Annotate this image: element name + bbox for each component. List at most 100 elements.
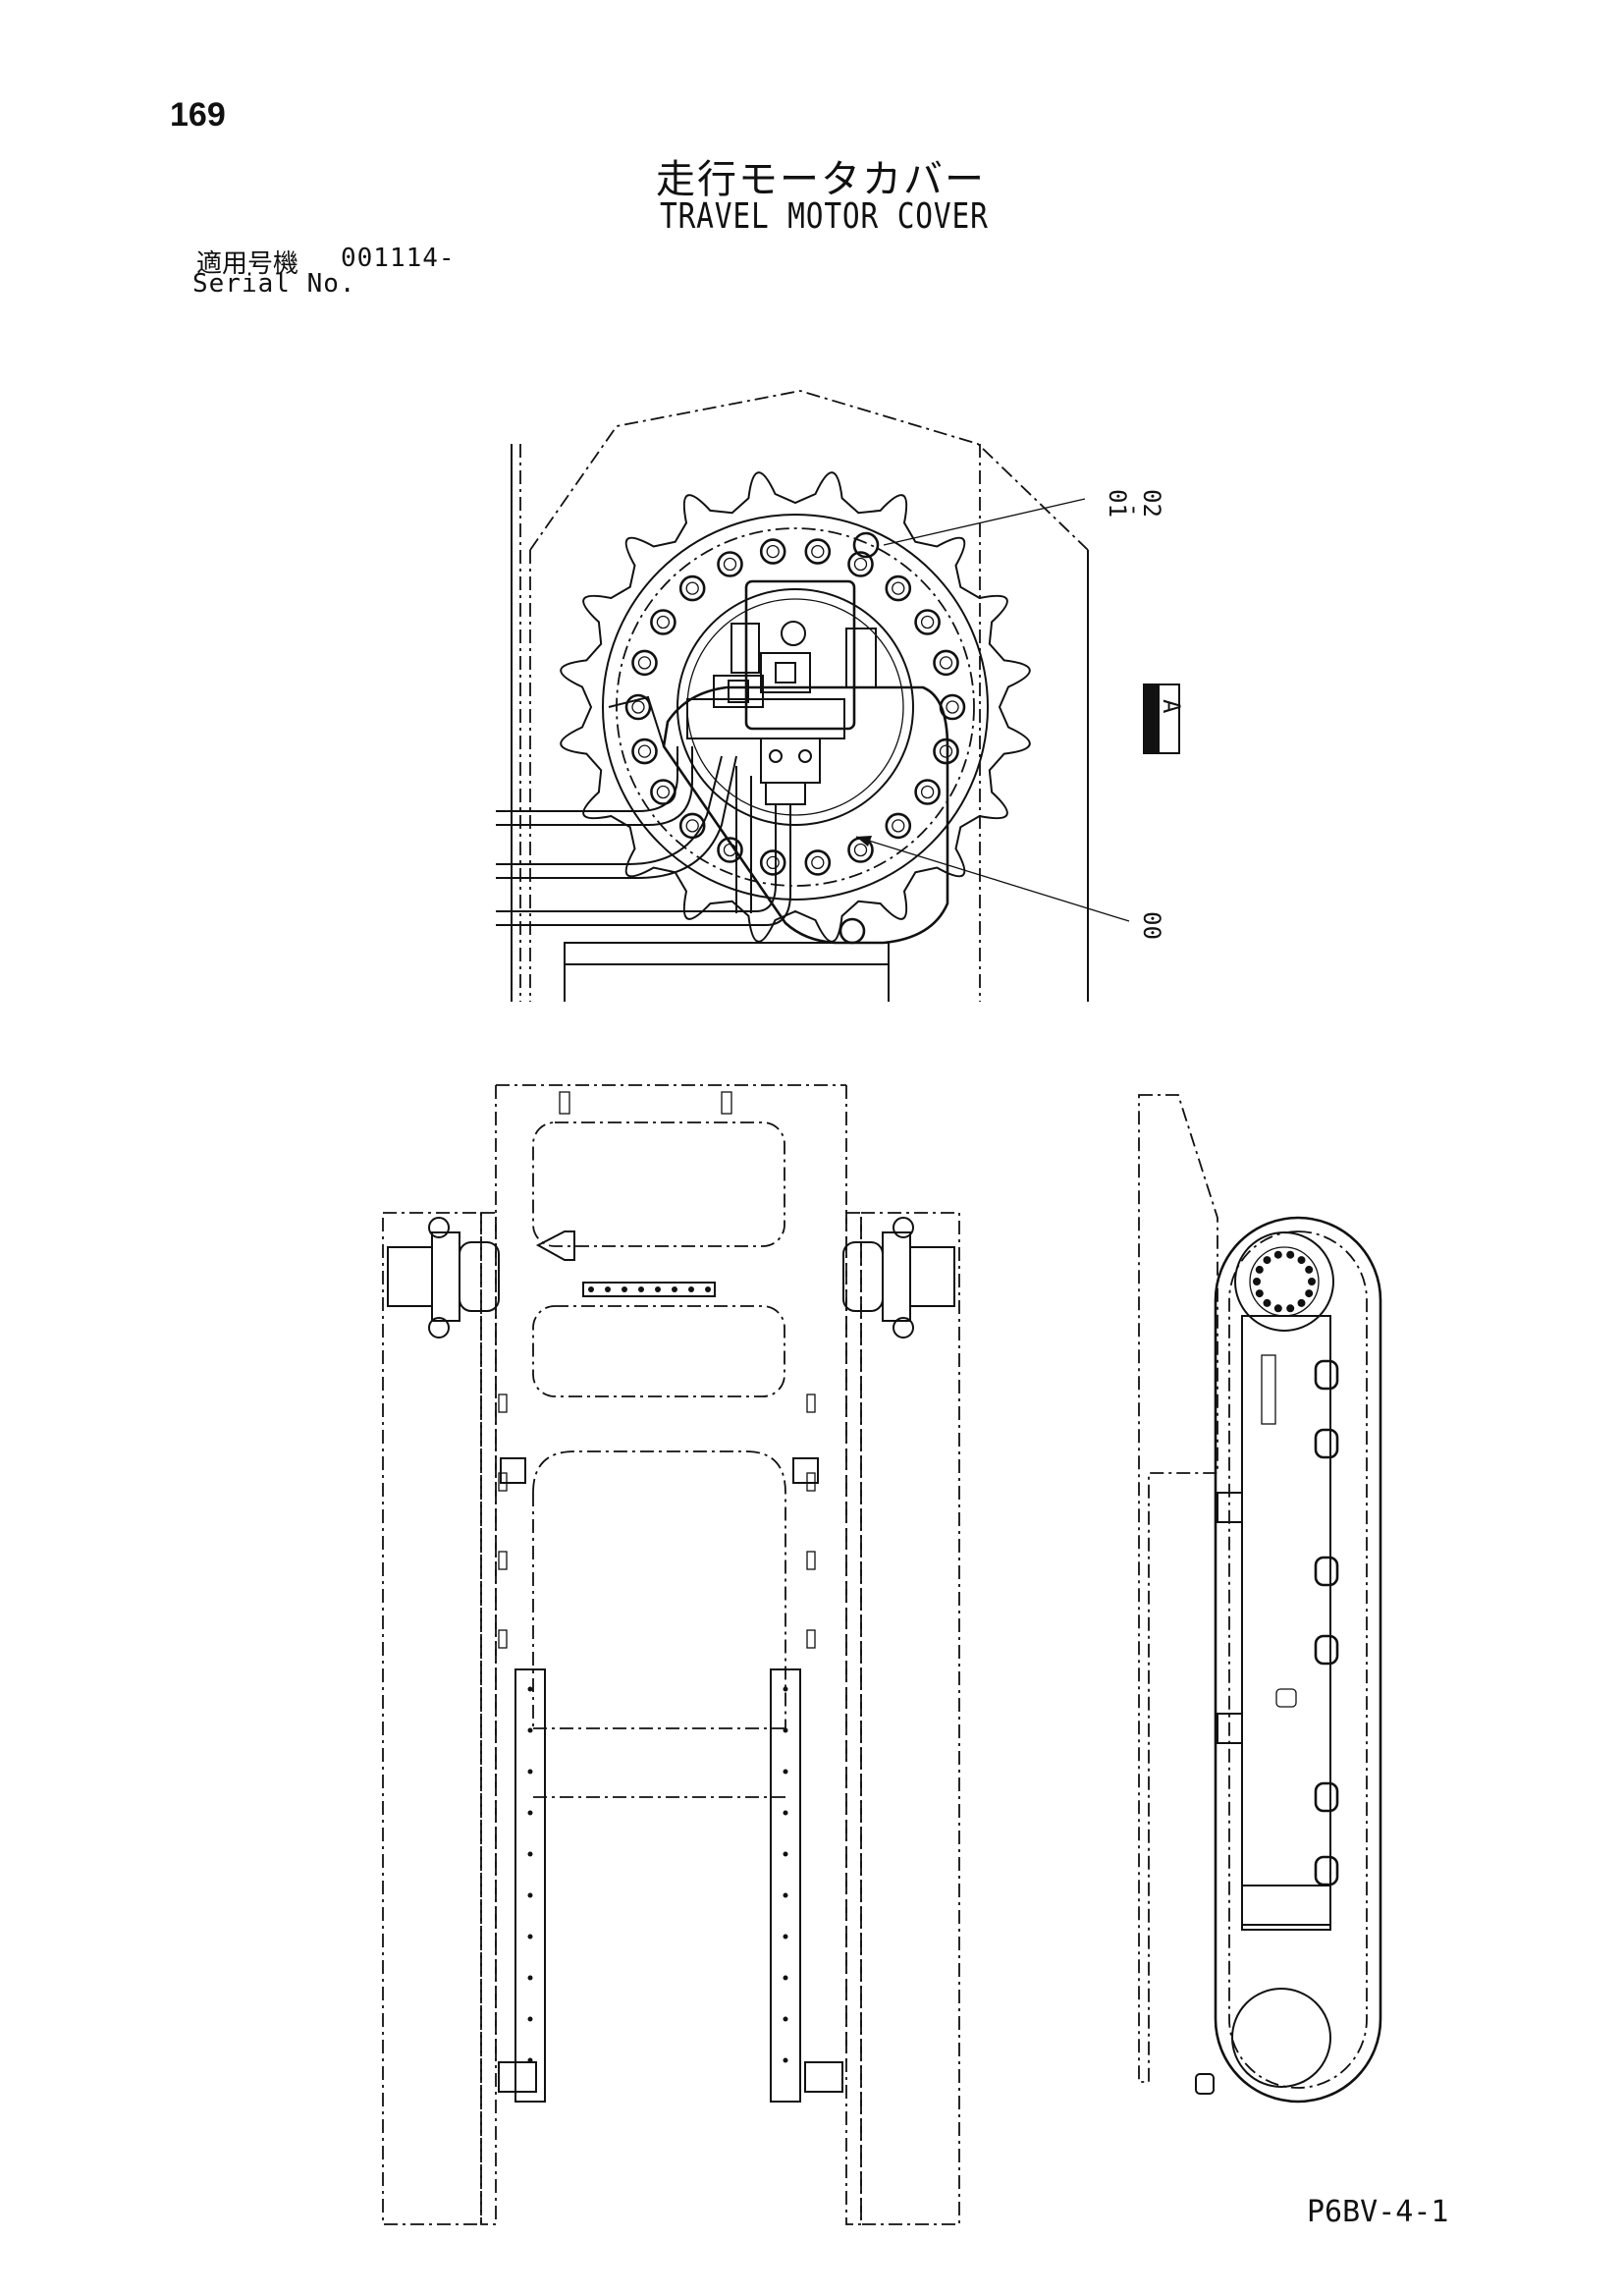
leader-line-00 bbox=[855, 836, 1130, 922]
sprocket-bolt bbox=[1273, 1250, 1282, 1259]
sprocket-bolt bbox=[1286, 1304, 1295, 1313]
rail-hole bbox=[783, 1851, 788, 1857]
bolt-inner bbox=[685, 819, 699, 833]
motor-body bbox=[909, 1246, 955, 1307]
bolt bbox=[717, 551, 743, 577]
side-sprocket-bolts bbox=[1253, 1250, 1316, 1313]
motor-fitting bbox=[760, 652, 811, 693]
track-guard-outline bbox=[529, 390, 1089, 551]
motor-bolt bbox=[893, 1317, 914, 1339]
bolt-inner bbox=[892, 819, 905, 833]
motor-port-block bbox=[713, 675, 764, 708]
bracket bbox=[806, 1551, 816, 1570]
motor-plug bbox=[781, 621, 806, 646]
bolt-head bbox=[798, 749, 812, 763]
bolt-strip-holes bbox=[588, 1286, 711, 1292]
strip-hole bbox=[655, 1286, 661, 1292]
frame-opening bbox=[532, 1305, 785, 1397]
cross-member bbox=[564, 942, 890, 965]
strip-hole bbox=[688, 1286, 694, 1292]
rail-hole bbox=[783, 1686, 788, 1692]
gusset-plate bbox=[500, 1457, 526, 1484]
undercarriage-side-view bbox=[1138, 1094, 1382, 2104]
hose bbox=[496, 805, 777, 912]
travel-motor-body bbox=[686, 579, 877, 805]
bolt-inner bbox=[656, 615, 671, 629]
bolt bbox=[678, 574, 706, 602]
motor-bolt bbox=[428, 1217, 450, 1238]
right-travel-motor bbox=[842, 1217, 955, 1339]
bolt bbox=[631, 649, 658, 677]
bracket bbox=[806, 1629, 816, 1649]
view-letter: A bbox=[1158, 699, 1185, 714]
frame-end-plate bbox=[498, 2061, 537, 2093]
bolt-head bbox=[769, 749, 783, 763]
travel-motor-detail-view: 01 - 02 00 A bbox=[496, 390, 1185, 1002]
rail-hole bbox=[527, 1934, 533, 1940]
sprocket-bolt bbox=[1273, 1304, 1282, 1313]
strip-hole bbox=[605, 1286, 611, 1292]
right-track-frame bbox=[860, 1212, 960, 2225]
sprocket-rim-inner bbox=[616, 527, 975, 887]
bolt bbox=[885, 574, 912, 602]
serial-number-value: 001114- bbox=[341, 244, 456, 273]
sprocket-rim bbox=[602, 514, 989, 901]
bracket bbox=[498, 1394, 508, 1413]
bolt-strip bbox=[582, 1282, 716, 1297]
rail-hole bbox=[527, 1810, 533, 1816]
right-track-frame-inner bbox=[845, 1212, 862, 2225]
bolt bbox=[885, 812, 912, 840]
rail-hole bbox=[783, 1934, 788, 1940]
sprocket-bolt bbox=[1305, 1289, 1314, 1298]
bolt bbox=[631, 738, 658, 765]
track-roller bbox=[1314, 1556, 1339, 1587]
front-idler bbox=[1231, 1988, 1331, 2088]
motor-port-block bbox=[728, 680, 749, 703]
track-roller bbox=[1314, 1855, 1339, 1886]
carrier-roller bbox=[1217, 1492, 1243, 1523]
frame-end-plate bbox=[804, 2061, 843, 2093]
sprocket-bolt bbox=[1286, 1250, 1295, 1259]
sprocket-bolt bbox=[1308, 1278, 1316, 1285]
sprocket-wheel bbox=[560, 471, 1031, 943]
bolt-inner bbox=[811, 855, 825, 870]
rail-hole bbox=[527, 1975, 533, 1981]
bolt bbox=[804, 538, 832, 565]
bolt bbox=[759, 849, 786, 876]
motor-lower-block bbox=[760, 738, 821, 784]
cover-bolt bbox=[839, 917, 866, 945]
bolt-inner bbox=[656, 785, 671, 799]
bolt bbox=[914, 779, 941, 805]
rail-hole bbox=[527, 1892, 533, 1898]
sprocket-bolt bbox=[1263, 1298, 1271, 1307]
view-tag-fill bbox=[1144, 684, 1160, 753]
motor-lower-block bbox=[765, 782, 806, 805]
bolt-inner bbox=[766, 544, 780, 559]
bolt-inner bbox=[853, 557, 868, 572]
bolt bbox=[650, 779, 676, 805]
leader-line-01-02 bbox=[883, 498, 1086, 546]
carrier-roller bbox=[1217, 1713, 1243, 1744]
bolt-inner bbox=[637, 744, 652, 758]
left-rail-plate bbox=[514, 1668, 546, 2103]
bolt-inner bbox=[939, 744, 953, 758]
bolt bbox=[847, 551, 874, 577]
page-title-english: TRAVEL MOTOR COVER bbox=[660, 196, 989, 237]
part-number-00: 00 bbox=[1138, 911, 1165, 940]
bolt bbox=[678, 812, 706, 840]
cover-bracket bbox=[608, 695, 665, 747]
motor-fitting bbox=[775, 662, 796, 683]
bolt bbox=[759, 538, 786, 565]
motor-base bbox=[686, 698, 845, 739]
sprocket-bolt bbox=[1253, 1278, 1261, 1285]
motor-bolt bbox=[893, 1217, 914, 1238]
left-travel-motor bbox=[387, 1217, 500, 1339]
rail-hole bbox=[783, 2016, 788, 2022]
motor-port bbox=[730, 623, 760, 674]
part-number-02: 02 bbox=[1138, 489, 1165, 518]
bracket bbox=[498, 1551, 508, 1570]
view-a-tag: A bbox=[1143, 683, 1185, 754]
bolt-inner bbox=[723, 557, 737, 572]
bolt bbox=[717, 837, 743, 863]
